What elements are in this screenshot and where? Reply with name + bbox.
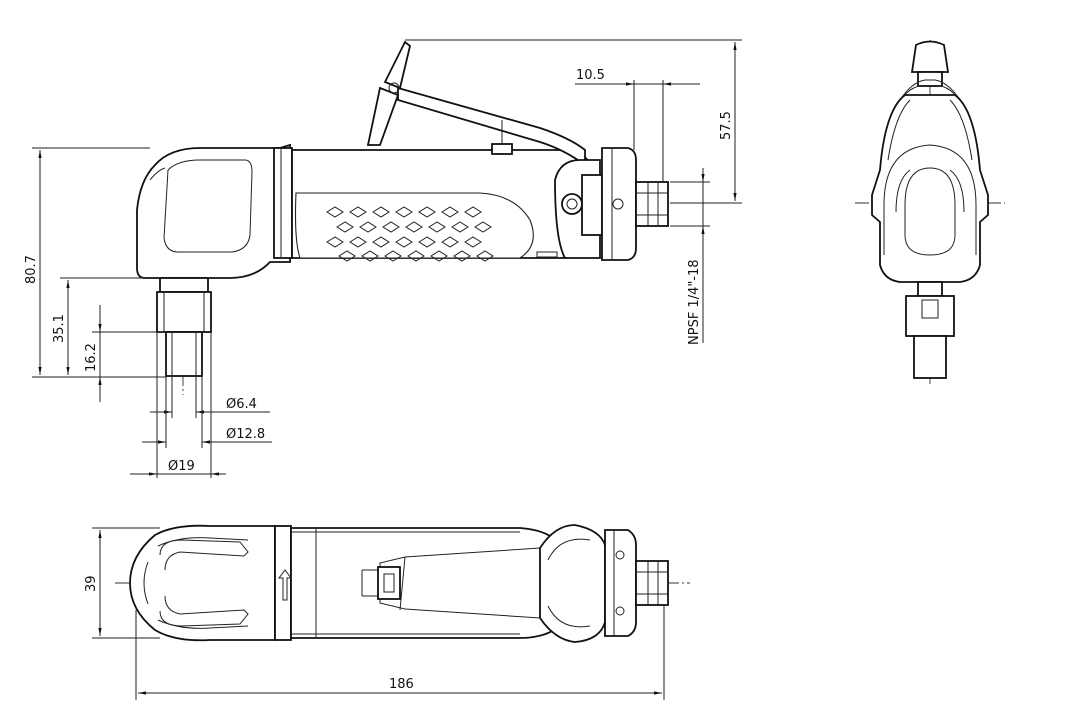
top-view — [115, 524, 690, 643]
end-view — [855, 40, 1005, 385]
dim-57-5: 57.5 — [719, 111, 734, 140]
top-dimensions: 39 186 — [84, 527, 665, 700]
dim-thread: NPSF 1/4"-18 — [687, 259, 702, 345]
dim-6-4: Ø6.4 — [226, 397, 257, 412]
dim-80-7: 80.7 — [24, 255, 39, 284]
dim-12-8: Ø12.8 — [226, 427, 265, 442]
dim-186: 186 — [389, 677, 414, 692]
side-view — [136, 40, 710, 395]
dim-10-5: 10.5 — [576, 68, 605, 83]
side-dimensions: 10.5 57.5 NPSF 1/4"-18 80.7 35.1 16.2 — [24, 39, 742, 478]
grip-diamond-pattern — [326, 206, 494, 262]
dim-16-2: 16.2 — [84, 343, 99, 372]
dim-19: Ø19 — [168, 459, 195, 474]
dim-35-1: 35.1 — [52, 314, 67, 343]
dim-39: 39 — [84, 575, 99, 592]
